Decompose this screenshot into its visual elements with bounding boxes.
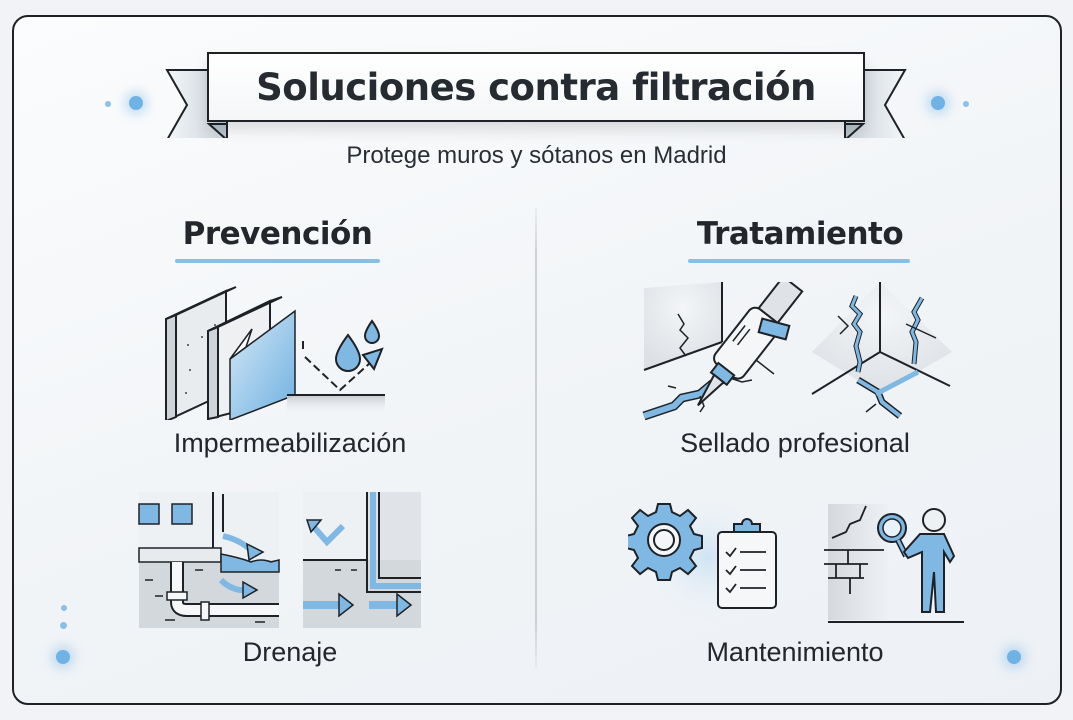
page-subtitle: Protege muros y sótanos en Madrid <box>346 142 727 169</box>
drainage-pipe-icon <box>138 492 421 628</box>
decorative-dot <box>60 622 67 629</box>
section-title-prevencion: Prevención <box>182 216 373 252</box>
decorative-dot <box>931 96 945 110</box>
section-title-tratamiento: Tratamiento <box>696 216 904 252</box>
decorative-dot <box>56 650 70 664</box>
ribbon-banner: Soluciones contra filtración <box>207 52 865 122</box>
section-divider <box>535 208 537 668</box>
decorative-dot <box>105 101 111 107</box>
item-label-impermeabilizacion: Impermeabilización <box>173 428 407 458</box>
crack-sealant-icon <box>642 282 952 421</box>
item-label-mantenimiento: Mantenimiento <box>706 637 884 667</box>
title-ribbon: Soluciones contra filtración <box>165 48 907 144</box>
item-label-drenaje: Drenaje <box>242 637 338 667</box>
decorative-dot <box>61 605 67 611</box>
maintenance-inspection-icon <box>628 494 964 624</box>
decorative-dot <box>963 101 969 107</box>
page-title: Soluciones contra filtración <box>256 65 816 109</box>
decorative-dot <box>129 96 143 110</box>
item-label-sellado-profesional: Sellado profesional <box>680 428 910 458</box>
decorative-dot <box>1007 650 1021 664</box>
section-underline <box>175 259 380 263</box>
waterproof-membrane-icon <box>165 286 385 420</box>
section-underline <box>688 259 910 263</box>
